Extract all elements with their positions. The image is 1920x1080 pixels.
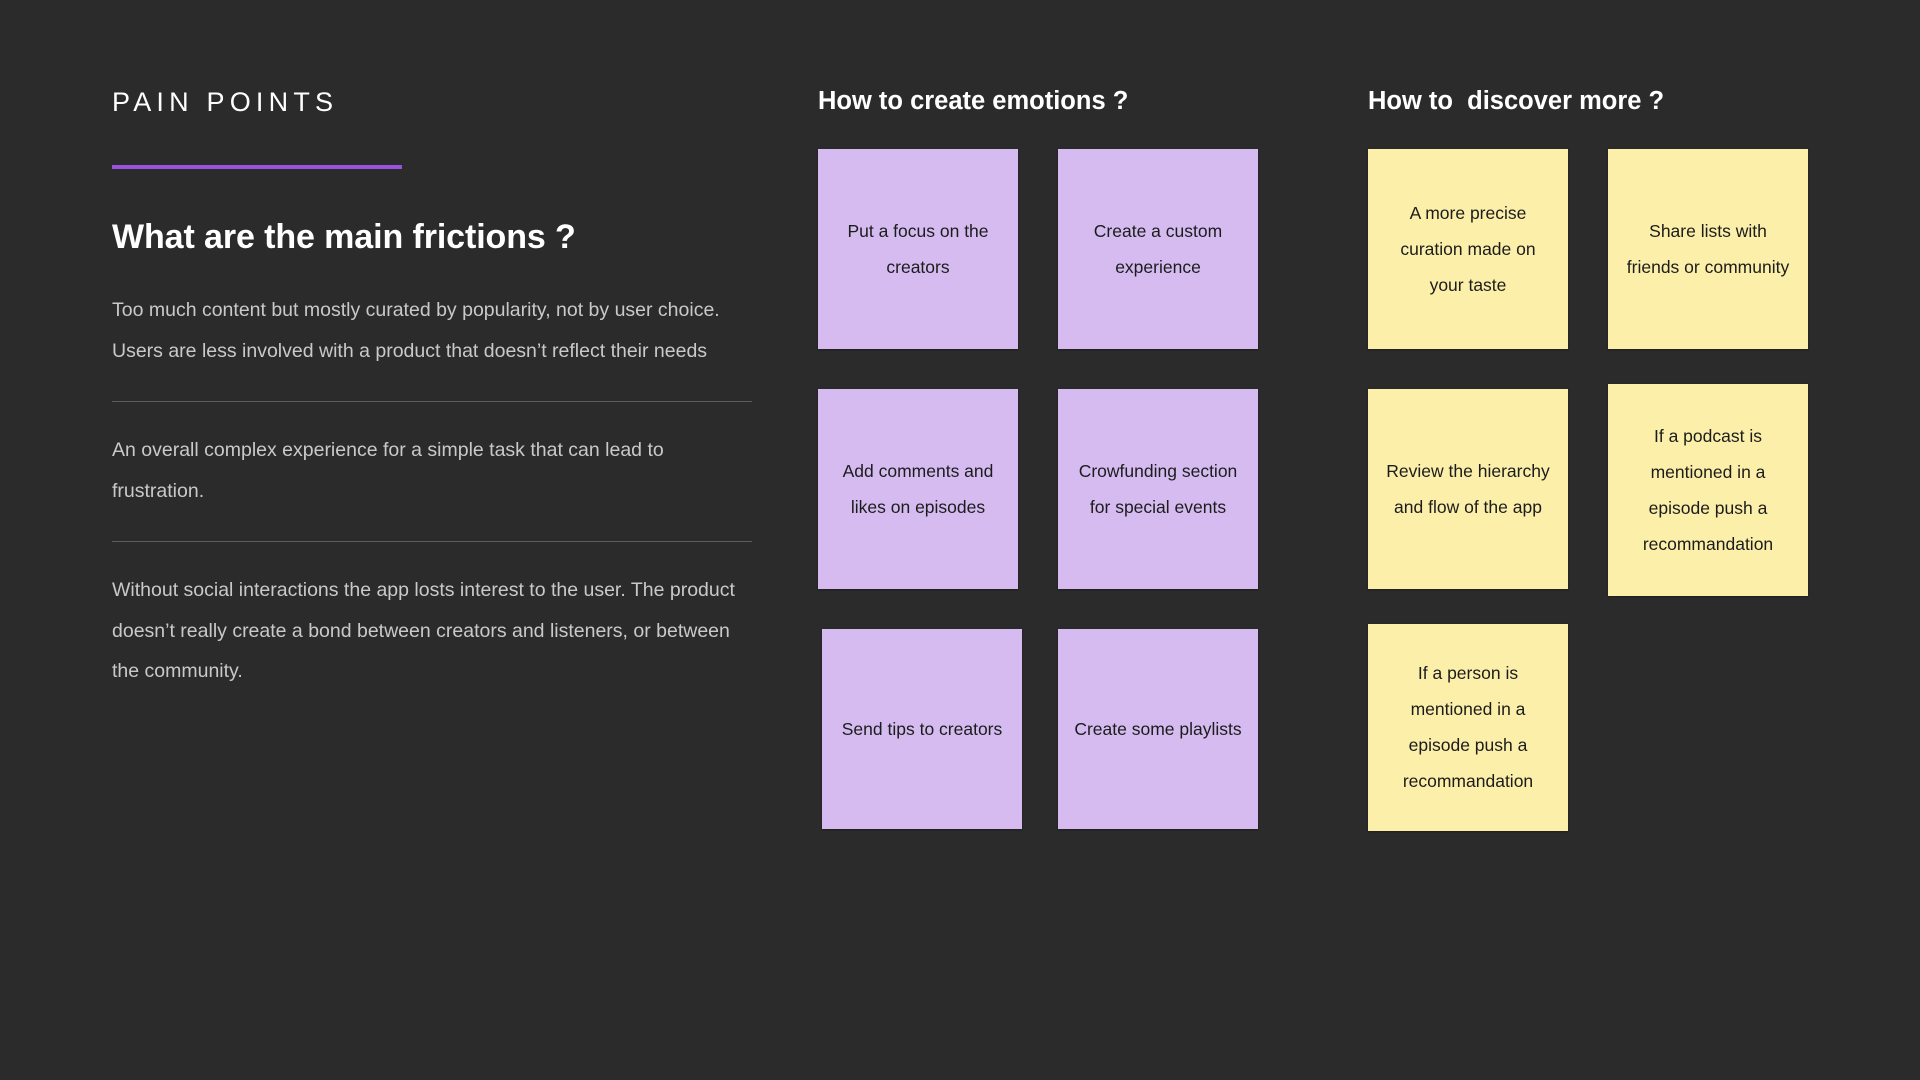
page-title: What are the main frictions ? bbox=[112, 218, 576, 257]
sticky-note-text: Review the hierarchy and flow of the app bbox=[1386, 460, 1550, 517]
sticky-note-text: Crowfunding section for special events bbox=[1078, 460, 1238, 517]
column-discover-more: How to discover more ? A more precise cu… bbox=[1368, 86, 1828, 831]
sticky-note[interactable]: If a person is mentioned in a episode pu… bbox=[1368, 623, 1568, 831]
sticky-note-text: Put a focus on the creators bbox=[847, 220, 989, 277]
pain-point-item-1: Too much content but mostly curated by p… bbox=[112, 299, 720, 362]
sticky-note[interactable]: If a podcast is mentioned in a episode p… bbox=[1608, 383, 1808, 596]
sticky-note[interactable]: Add comments and likes on episodes bbox=[818, 388, 1018, 589]
sticky-note[interactable]: Crowfunding section for special events bbox=[1058, 388, 1258, 589]
divider-1 bbox=[112, 401, 752, 403]
sticky-note[interactable]: Review the hierarchy and flow of the app bbox=[1368, 388, 1568, 589]
sticky-note-grid-emotions: Put a focus on the creators Create a cus… bbox=[818, 148, 1268, 829]
column-create-emotions: How to create emotions ? Put a focus on … bbox=[818, 86, 1268, 829]
sticky-note-text: Send tips to creators bbox=[841, 718, 1003, 739]
sticky-note[interactable]: A more precise curation made on your tas… bbox=[1368, 148, 1568, 349]
sticky-note-grid-discover: A more precise curation made on your tas… bbox=[1368, 148, 1828, 831]
pain-point-list: Too much content but mostly curated by p… bbox=[112, 290, 752, 692]
sticky-note-text: If a person is mentioned in a episode pu… bbox=[1402, 663, 1534, 792]
sticky-note-text: If a podcast is mentioned in a episode p… bbox=[1642, 425, 1774, 554]
sticky-note-text: Create a custom experience bbox=[1093, 220, 1223, 277]
section-eyebrow-label: PAIN POINTS bbox=[112, 87, 339, 117]
accent-underline bbox=[112, 165, 402, 170]
column-heading-emotions: How to create emotions ? bbox=[818, 87, 1129, 115]
sticky-note[interactable]: Put a focus on the creators bbox=[818, 148, 1018, 349]
sticky-note-text: Create some playlists bbox=[1074, 718, 1242, 739]
pain-point-item-3: Without social interactions the app lost… bbox=[112, 579, 735, 683]
column-heading-discover: How to discover more ? bbox=[1368, 87, 1665, 115]
pain-point-item-2: An overall complex experience for a simp… bbox=[112, 439, 664, 502]
sticky-note[interactable]: Share lists with friends or community bbox=[1608, 148, 1808, 349]
sticky-note[interactable]: Send tips to creators bbox=[822, 628, 1022, 829]
pain-points-section: PAIN POINTS What are the main frictions … bbox=[112, 86, 752, 692]
sticky-note-text: Add comments and likes on episodes bbox=[842, 460, 994, 517]
sticky-note-text: Share lists with friends or community bbox=[1626, 220, 1790, 277]
sticky-note[interactable]: Create some playlists bbox=[1058, 628, 1258, 829]
sticky-note[interactable]: Create a custom experience bbox=[1058, 148, 1258, 349]
divider-2 bbox=[112, 541, 752, 543]
sticky-note-text: A more precise curation made on your tas… bbox=[1400, 202, 1536, 295]
